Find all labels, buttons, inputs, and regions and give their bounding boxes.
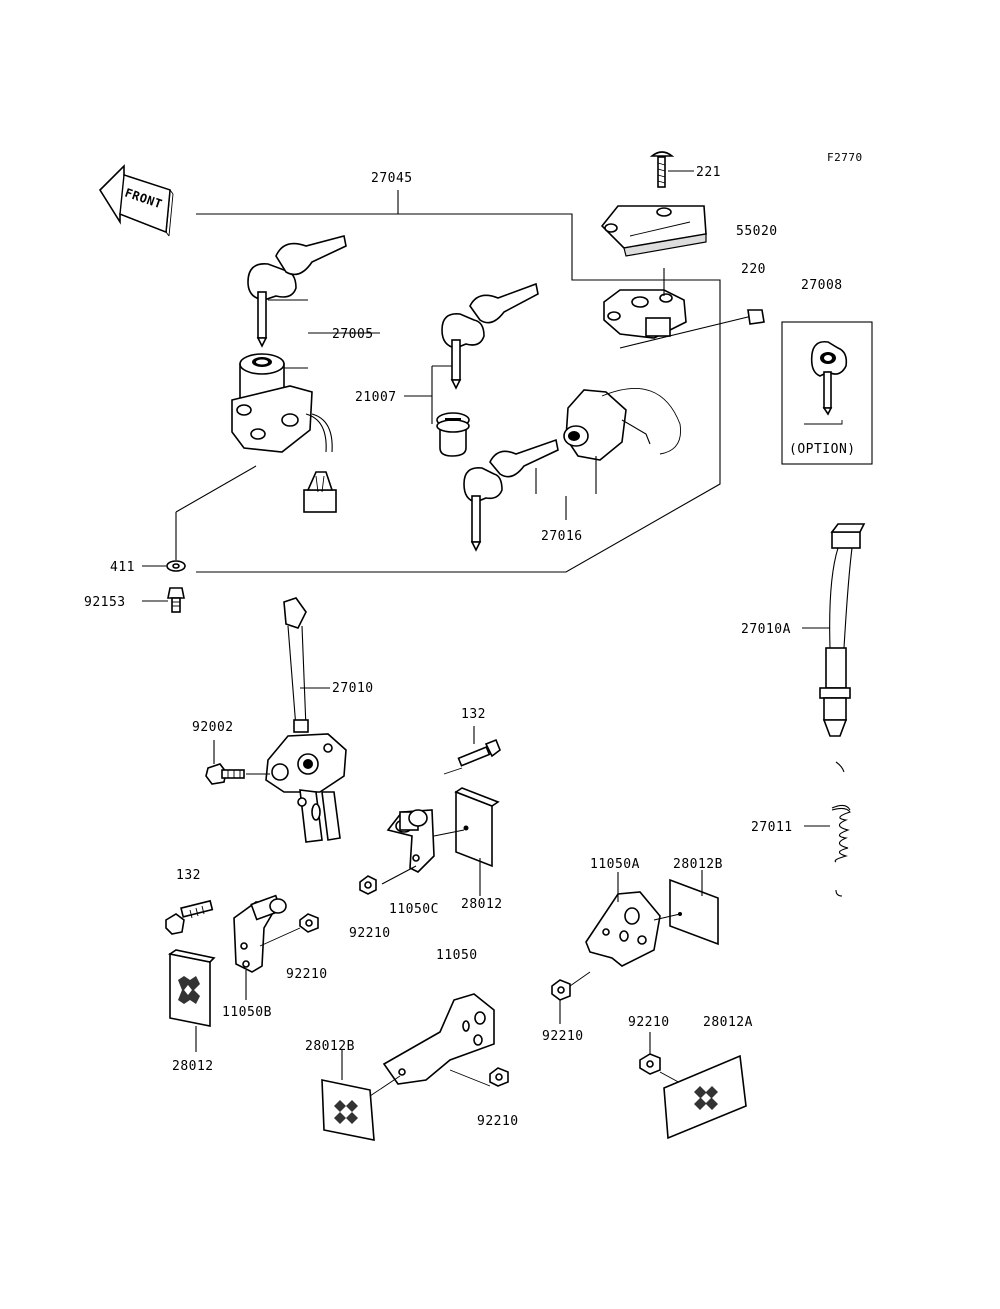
washer-411 (142, 560, 186, 572)
bracket-11050B (233, 894, 301, 1000)
label-92002: 92002 (192, 720, 234, 735)
label-221: 221 (696, 165, 721, 180)
assembly-bracket-27045 (196, 190, 721, 573)
option-label: (OPTION) (789, 442, 856, 457)
label-28012B-bottom: 28012B (305, 1039, 355, 1054)
label-92210-e: 92210 (477, 1114, 519, 1129)
cover-55020 (600, 205, 707, 257)
ignition-switch-27005 (231, 353, 333, 453)
label-11050C: 11050C (389, 902, 439, 917)
label-132-upper: 132 (461, 707, 486, 722)
switch-27010A (802, 523, 866, 737)
nut-92210-b (359, 875, 377, 895)
label-28012A: 28012A (703, 1015, 753, 1030)
reflector-28012-upper (433, 787, 500, 896)
reflector-28012A (663, 1054, 747, 1140)
bolt-92153 (142, 587, 185, 613)
label-27010: 27010 (332, 681, 374, 696)
reflector-28012B-right (653, 870, 719, 946)
label-92210-b: 92210 (349, 926, 391, 941)
label-27010A: 27010A (741, 622, 791, 637)
label-55020: 55020 (736, 224, 778, 239)
label-92153: 92153 (84, 595, 126, 610)
screw-220 (619, 309, 765, 349)
key-option-box-27008 (781, 321, 873, 465)
label-92210-a: 92210 (542, 1029, 584, 1044)
reflector-28012B-bottom (321, 1050, 401, 1141)
label-11050B: 11050B (222, 1005, 272, 1020)
label-11050A: 11050A (590, 857, 640, 872)
nut-92210-d (639, 1032, 683, 1085)
lock-base (603, 268, 687, 339)
label-28012B-right: 28012B (673, 857, 723, 872)
key-set-27005 (247, 235, 380, 348)
figure-code: F2770 (827, 151, 863, 164)
leader-411a (175, 465, 257, 513)
label-27008: 27008 (801, 278, 843, 293)
seat-lock-21007 (436, 412, 470, 457)
bracket-11050A (585, 872, 661, 967)
nut-92210-e (489, 1067, 509, 1087)
label-27005: 27005 (332, 327, 374, 342)
helmet-lock-27016 (563, 388, 682, 494)
label-21007: 21007 (355, 390, 397, 405)
label-27045: 27045 (371, 171, 413, 186)
bracket-11050C (381, 809, 435, 885)
label-28012-lower: 28012 (172, 1059, 214, 1074)
label-92210-d: 92210 (628, 1015, 670, 1030)
label-132-lower: 132 (176, 868, 201, 883)
nut-92210-a (551, 971, 591, 1024)
connector-27005 (303, 471, 337, 513)
label-11050: 11050 (436, 948, 478, 963)
spring-27011 (804, 761, 851, 897)
label-220: 220 (741, 262, 766, 277)
bolt-132-upper (443, 726, 501, 775)
label-411: 411 (110, 560, 135, 575)
label-27011: 27011 (751, 820, 793, 835)
bolt-132-lower (165, 899, 214, 935)
stop-switch-27010 (265, 597, 347, 843)
bracket-11050 (382, 993, 495, 1087)
reflector-28012-lower (167, 949, 216, 1052)
front-arrow-icon: FRONT (98, 164, 174, 237)
screw-221 (649, 151, 694, 188)
label-28012-upper: 28012 (461, 897, 503, 912)
label-92210-c: 92210 (286, 967, 328, 982)
bolt-92002 (205, 740, 270, 785)
nut-92210-c (299, 913, 319, 933)
label-27016: 27016 (541, 529, 583, 544)
key-set-27016 (463, 438, 567, 552)
key-set-21007 (432, 282, 539, 390)
